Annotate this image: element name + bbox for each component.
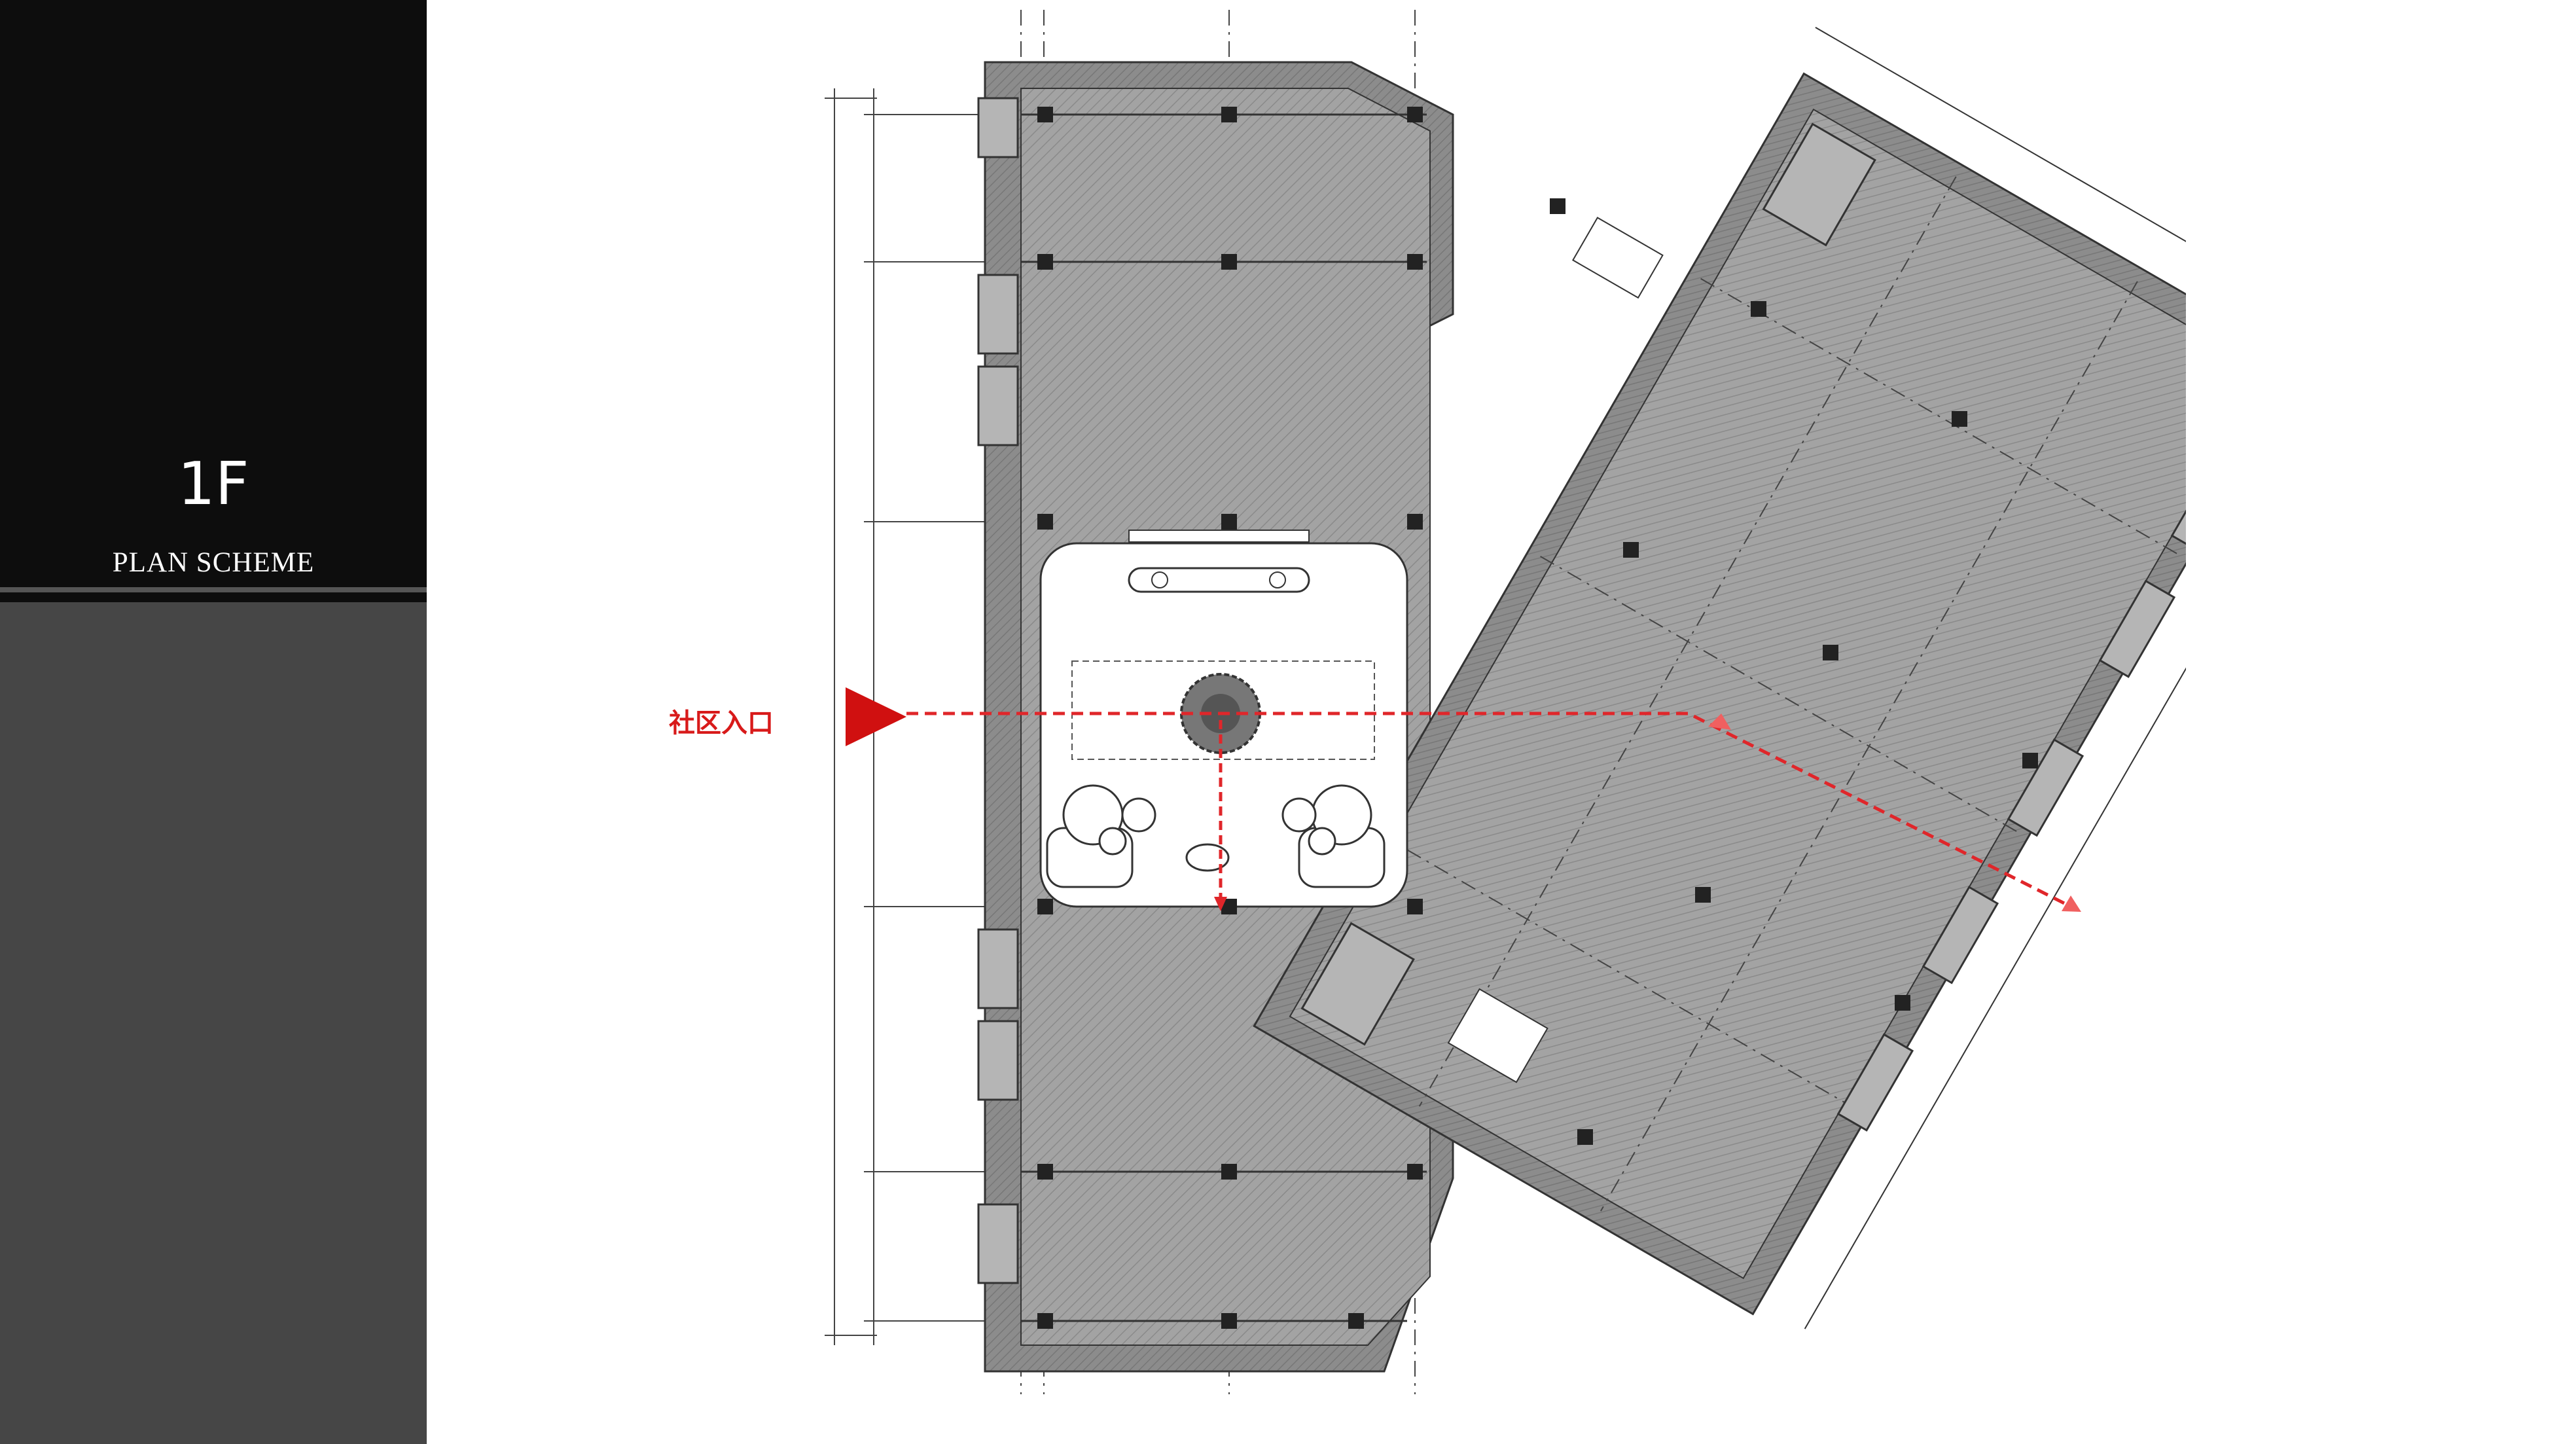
sidebar-divider [0,587,427,592]
seating-group-right [1281,784,1386,888]
sidebar: 1F PLAN SCHEME [0,0,427,1444]
floor-plan-drawing [825,10,2186,1394]
entrance-arrow-icon [846,687,906,746]
central-lobby [1039,530,1408,908]
floor-title: 1F [177,450,249,518]
seating-group-left [1046,784,1156,888]
structural-columns [1037,107,2038,1329]
plan-scheme-subtitle: PLAN SCHEME [112,547,315,578]
entrance-route [846,687,2081,912]
stair-icon [1447,217,1664,1083]
sidebar-title-block [0,0,427,602]
community-entrance-label: 社区入口 [669,708,774,738]
right-building-block [1253,27,2186,1329]
